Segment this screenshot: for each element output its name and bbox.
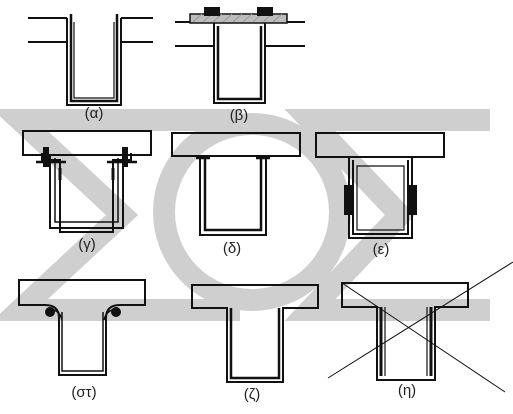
diagram-c [22,130,152,233]
cross-line-1 [341,282,506,393]
caption-h: (η) [397,382,417,399]
caption-st: (στ) [71,384,97,401]
caption-a: (α) [84,105,104,122]
caption-c: (γ) [78,236,96,253]
caption-z: (ζ) [243,386,261,403]
caption-e: (ε) [372,241,390,258]
diagram-a [28,14,153,106]
caption-b: (β) [229,107,249,124]
diagram-h [327,261,513,393]
diagram-st [18,279,146,376]
diagram-z [191,284,319,383]
watermark-omicron [153,113,351,311]
watermark-sigma-right [284,109,490,321]
watermark-logo [0,109,490,321]
diagram-b [175,7,305,104]
caption-d: (δ) [222,240,242,257]
diagram-e [315,132,445,239]
diagram-d [171,132,301,236]
cross-line-2 [327,261,513,379]
